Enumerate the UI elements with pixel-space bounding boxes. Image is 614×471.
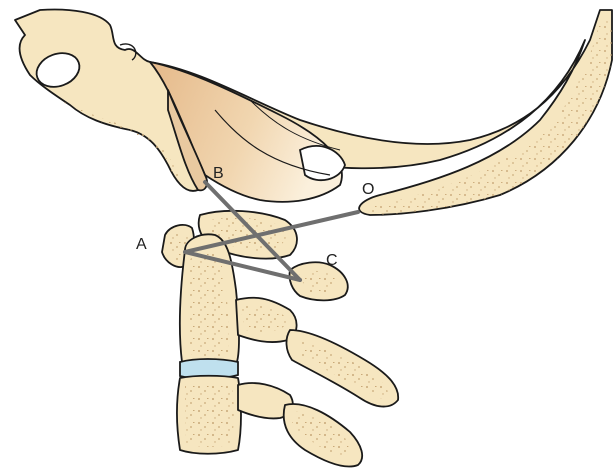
label-c: C	[326, 252, 338, 269]
c3-vertebra	[177, 376, 362, 467]
label-b: B	[213, 165, 224, 182]
label-a: A	[136, 236, 147, 253]
temporal-bone	[15, 10, 201, 191]
label-o: O	[362, 181, 374, 198]
